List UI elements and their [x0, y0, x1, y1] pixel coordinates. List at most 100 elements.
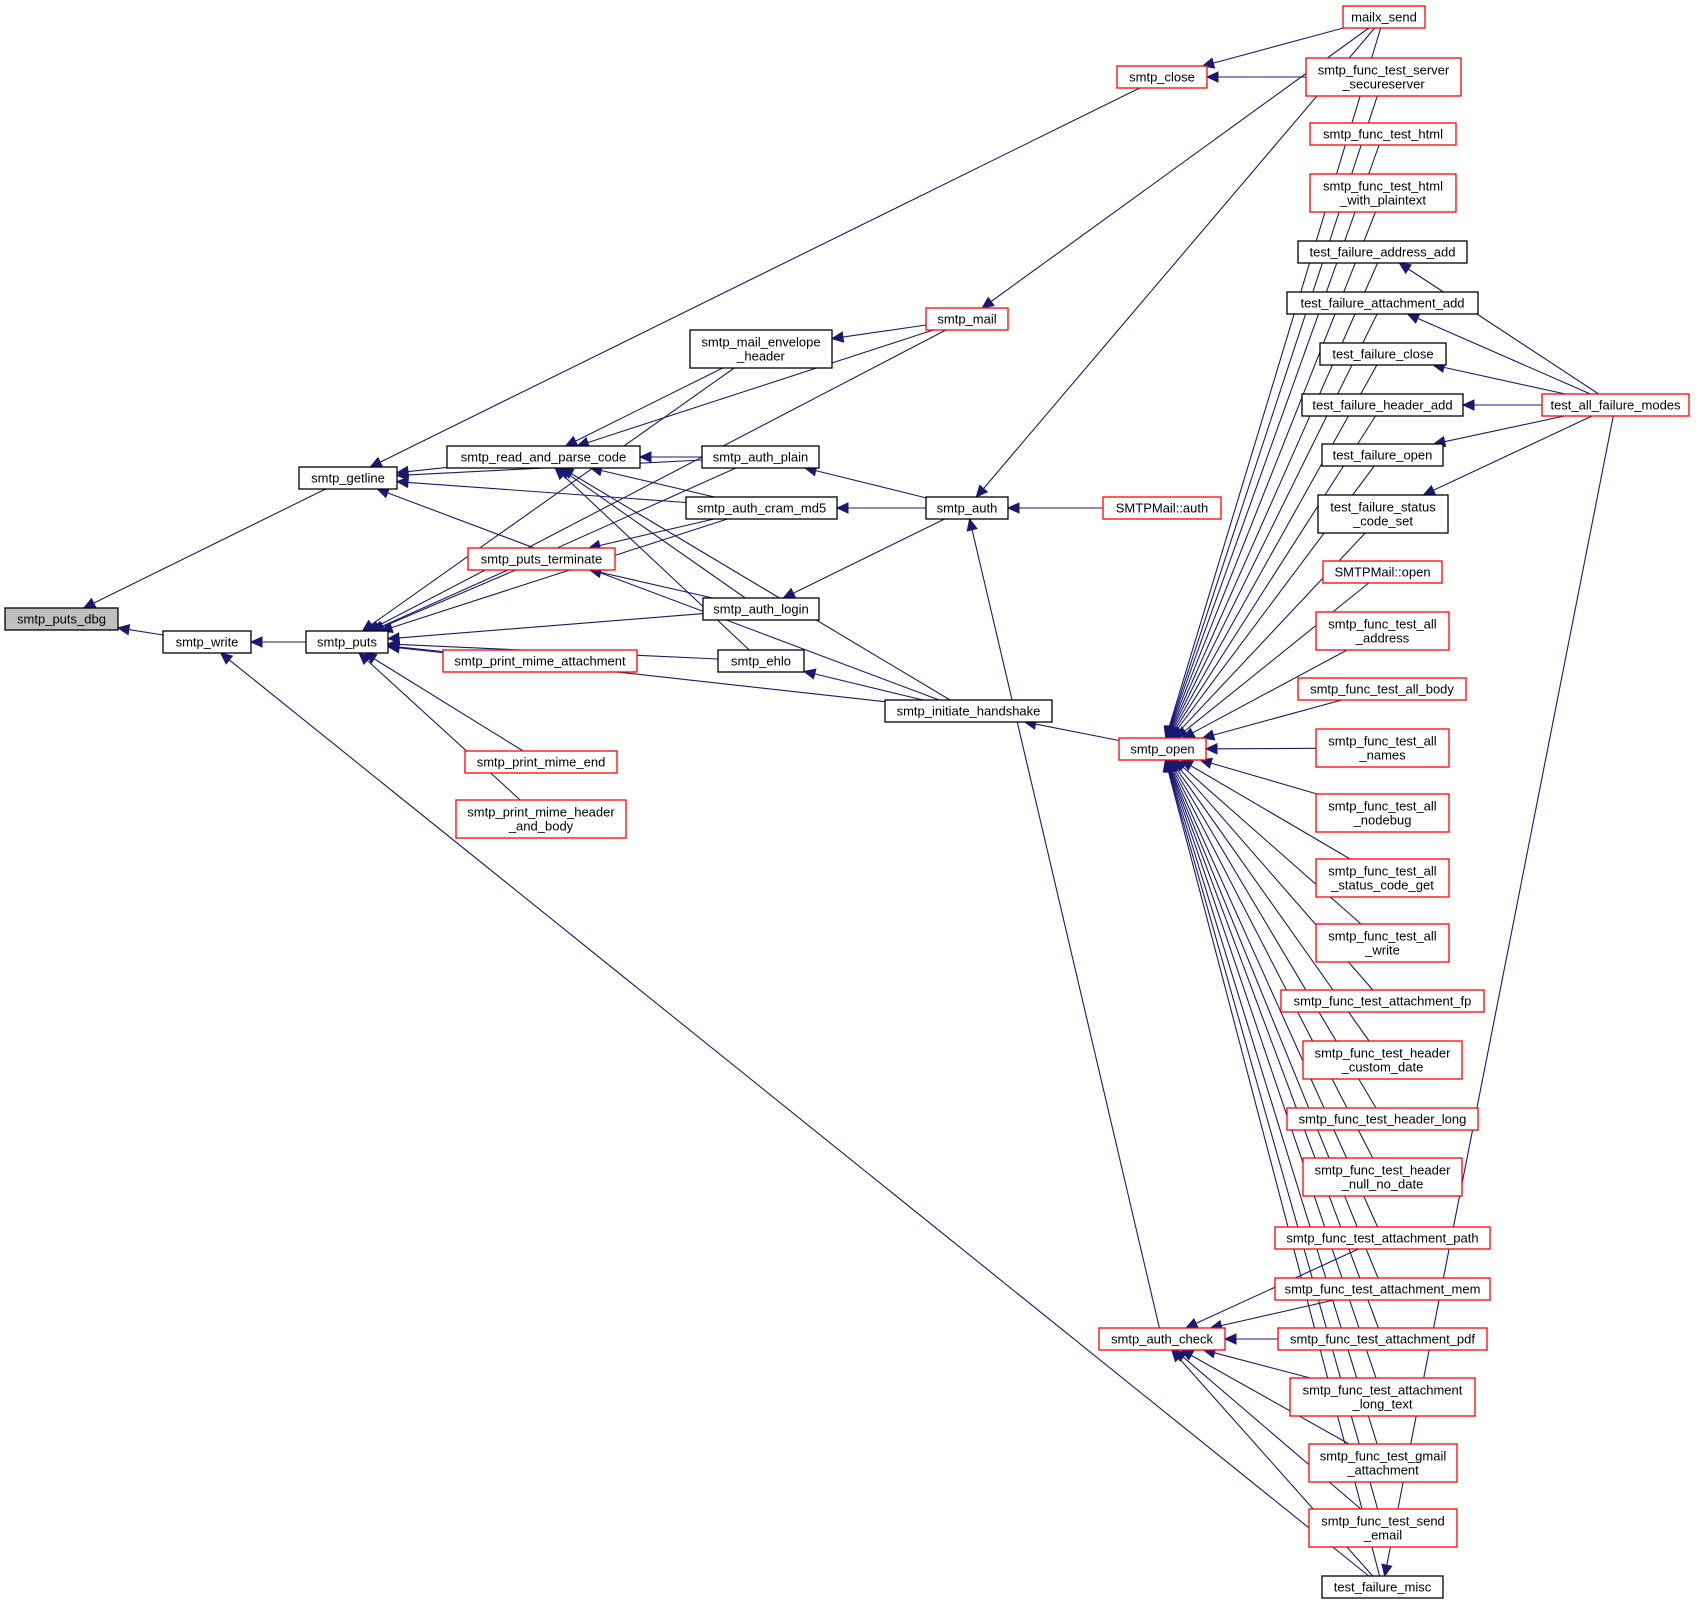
node-label-line: smtp_initiate_handshake [897, 704, 1041, 719]
node-label-line: smtp_auth_cram_md5 [697, 501, 826, 516]
node-box [1309, 173, 1457, 213]
node-label-line: mailx_send [1351, 10, 1417, 25]
edge-line [571, 473, 951, 701]
node-smtp-auth[interactable]: smtp_auth [925, 496, 1009, 520]
node-label-line: smtp_print_mime_header [467, 805, 615, 820]
node-smtp-auth-login[interactable]: smtp_auth_login [702, 597, 820, 621]
node-smtpmail-open[interactable]: SMTPMail::open [1322, 560, 1443, 584]
node-smtp-puts-terminate[interactable]: smtp_puts_terminate [467, 547, 616, 571]
node-smtp-func-test-all-body[interactable]: smtp_func_test_all_body [1297, 677, 1467, 701]
node-smtp-func-test-all-address[interactable]: smtp_func_test_all_address [1315, 611, 1450, 651]
edge-line [1172, 769, 1374, 1159]
node-smtp-close[interactable]: smtp_close [1116, 65, 1208, 89]
node-smtp-print-mime-header-and-body[interactable]: smtp_print_mime_header_and_body [455, 799, 627, 839]
edge-line [1417, 317, 1591, 395]
node-test-failure-misc[interactable]: test_failure_misc [1321, 1575, 1444, 1599]
edge-line [381, 467, 737, 628]
node-smtp-print-mime-end[interactable]: smtp_print_mime_end [464, 750, 618, 774]
node-box [1317, 494, 1449, 534]
node-smtp-func-test-send-email[interactable]: smtp_func_test_send_email [1308, 1508, 1458, 1548]
node-smtp-mail-envelope-header[interactable]: smtp_mail_envelope_header [689, 329, 833, 369]
node-test-failure-close[interactable]: test_failure_close [1319, 342, 1447, 366]
node-test-failure-header-add[interactable]: test_failure_header_add [1301, 393, 1464, 417]
node-label-line: smtp_func_test_html [1323, 179, 1443, 194]
node-label-line: smtp_func_test_all [1328, 929, 1437, 944]
node-box [446, 445, 641, 469]
node-smtp-func-test-all-status-code-get[interactable]: smtp_func_test_all_status_code_get [1315, 858, 1450, 898]
node-label-line: smtp_mail_envelope [701, 335, 820, 350]
node-mailx-send[interactable]: mailx_send [1342, 5, 1426, 29]
node-smtp-print-mime-attachment[interactable]: smtp_print_mime_attachment [442, 649, 638, 673]
node-smtp-auth-plain[interactable]: smtp_auth_plain [701, 445, 820, 469]
edge-line [371, 367, 735, 626]
node-smtp-write[interactable]: smtp_write [162, 630, 252, 654]
edge-line [1175, 415, 1376, 729]
edge-test-all-failure-modes-to-test-failure-address-add [1398, 262, 1600, 395]
arrowhead [369, 456, 384, 468]
edge-line [575, 367, 723, 442]
edge-line [1172, 313, 1378, 729]
node-smtp-getline[interactable]: smtp_getline [298, 466, 398, 490]
node-box [1315, 611, 1450, 651]
arrowhead [802, 668, 817, 680]
edge-smtp-puts-to-smtp-write [249, 636, 306, 648]
node-label-line: _secureserver [1341, 77, 1425, 92]
node-smtp-func-test-attachment-long-text[interactable]: smtp_func_test_attachment_long_text [1289, 1377, 1476, 1417]
node-test-all-failure-modes[interactable]: test_all_failure_modes [1541, 393, 1690, 417]
node-test-failure-address-add[interactable]: test_failure_address_add [1297, 240, 1468, 264]
node-label-line: smtp_write [176, 635, 239, 650]
node-box [298, 466, 398, 490]
arrowhead [1381, 1563, 1393, 1578]
node-smtp-func-test-attachment-path[interactable]: smtp_func_test_attachment_path [1274, 1226, 1491, 1250]
node-box [1321, 443, 1444, 467]
node-label-line: _email [1363, 1528, 1402, 1543]
node-label-line: test_failure_attachment_add [1300, 296, 1464, 311]
node-box [1286, 291, 1479, 315]
node-box [455, 799, 627, 839]
edge-smtp-mail-envelope-header-to-smtp-puts [361, 367, 735, 632]
node-label-line: smtp_func_test_send [1321, 1514, 1445, 1529]
node-smtpmail-auth[interactable]: SMTPMail::auth [1102, 496, 1222, 520]
node-label-line: smtp_print_mime_attachment [454, 654, 626, 669]
node-smtp-func-test-attachment-pdf[interactable]: smtp_func_test_attachment_pdf [1277, 1327, 1488, 1351]
arrowhead [116, 624, 131, 636]
node-label-line: smtp_read_and_parse_code [461, 450, 627, 465]
node-smtp-mail[interactable]: smtp_mail [925, 307, 1009, 331]
node-smtp-func-test-html[interactable]: smtp_func_test_html [1309, 122, 1457, 146]
node-smtp-func-test-gmail-attachment[interactable]: smtp_func_test_gmail_attachment [1308, 1443, 1458, 1483]
node-test-failure-open[interactable]: test_failure_open [1321, 443, 1444, 467]
node-test-failure-attachment-add[interactable]: test_failure_attachment_add [1286, 291, 1479, 315]
node-box [1315, 858, 1450, 898]
node-smtp-func-test-all-write[interactable]: smtp_func_test_all_write [1315, 923, 1450, 963]
node-box [884, 699, 1053, 723]
node-smtp-func-test-server-secureserver[interactable]: smtp_func_test_server_secureserver [1305, 57, 1462, 97]
edge-smtp-puts-terminate-to-smtp-puts [371, 569, 516, 632]
edge-smtp-auth-login-to-smtp-puts-terminate [588, 566, 713, 599]
node-smtp-func-test-attachment-mem[interactable]: smtp_func_test_attachment_mem [1274, 1277, 1491, 1301]
node-smtp-auth-check[interactable]: smtp_auth_check [1098, 1327, 1226, 1351]
node-smtp-func-test-header-custom-date[interactable]: smtp_func_test_header_custom_date [1302, 1040, 1463, 1080]
edge-smtp-write-to-smtp-puts-dbg [116, 624, 164, 636]
node-label-line: smtp_func_test_server [1318, 63, 1450, 78]
edge-line [1169, 770, 1377, 1379]
node-box [1302, 1157, 1463, 1197]
node-test-failure-status-code-set[interactable]: test_failure_status_code_set [1317, 494, 1449, 534]
edge-line [567, 473, 746, 599]
node-smtp-func-test-header-long[interactable]: smtp_func_test_header_long [1286, 1107, 1479, 1131]
edge-line [814, 673, 924, 701]
node-smtp-read-and-parse-code[interactable]: smtp_read_and_parse_code [446, 445, 641, 469]
node-smtp-puts[interactable]: smtp_puts [305, 630, 389, 654]
edge-line [1444, 415, 1565, 443]
node-smtp-auth-cram-md5[interactable]: smtp_auth_cram_md5 [685, 496, 838, 520]
edge-line [971, 529, 1160, 1329]
node-smtp-ehlo[interactable]: smtp_ehlo [717, 649, 805, 673]
edge-smtp-getline-to-smtp-puts-dbg [82, 488, 326, 609]
node-smtp-func-test-attachment-fp[interactable]: smtp_func_test_attachment_fp [1280, 989, 1485, 1013]
node-smtp-func-test-all-names[interactable]: smtp_func_test_all_names [1315, 728, 1450, 768]
node-smtp-initiate-handshake[interactable]: smtp_initiate_handshake [884, 699, 1053, 723]
node-smtp-func-test-all-nodebug[interactable]: smtp_func_test_all_nodebug [1315, 793, 1450, 833]
node-smtp-func-test-header-null-no-date[interactable]: smtp_func_test_header_null_no_date [1302, 1157, 1463, 1197]
node-smtp-func-test-html-with-plaintext[interactable]: smtp_func_test_html_with_plaintext [1309, 173, 1457, 213]
node-smtp-open[interactable]: smtp_open [1118, 737, 1207, 761]
